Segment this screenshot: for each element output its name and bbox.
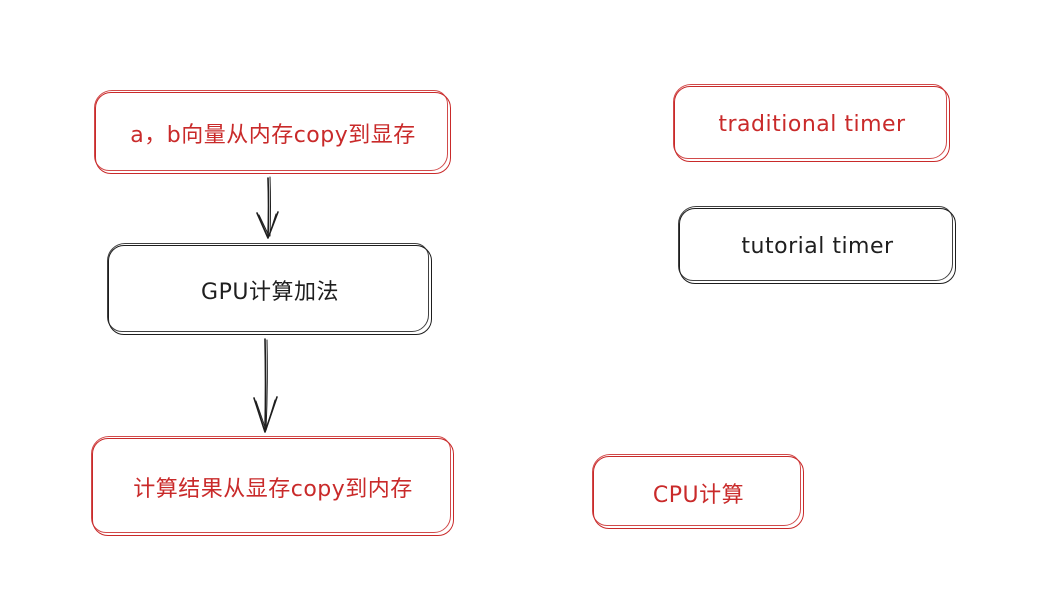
node-copy-to-host: 计算结果从显存copy到内存: [91, 436, 454, 536]
arrow-copy-to-gpu: [256, 176, 279, 239]
node-gpu-add-label: GPU计算加法: [201, 280, 339, 305]
node-cpu-compute: CPU计算: [592, 454, 804, 529]
arrow-gpu-to-result: [253, 338, 278, 433]
node-tutorial-timer: tutorial timer: [678, 206, 956, 284]
node-traditional-timer-label: traditional timer: [718, 111, 906, 137]
node-copy-to-host-label: 计算结果从显存copy到内存: [133, 477, 413, 502]
node-traditional-timer: traditional timer: [673, 84, 950, 162]
node-copy-to-device-label: a，b向量从内存copy到显存: [130, 123, 416, 148]
node-copy-to-device: a，b向量从内存copy到显存: [94, 90, 451, 174]
node-cpu-compute-label: CPU计算: [652, 482, 745, 508]
node-gpu-add: GPU计算加法: [107, 243, 432, 335]
node-tutorial-timer-label: tutorial timer: [741, 233, 894, 259]
